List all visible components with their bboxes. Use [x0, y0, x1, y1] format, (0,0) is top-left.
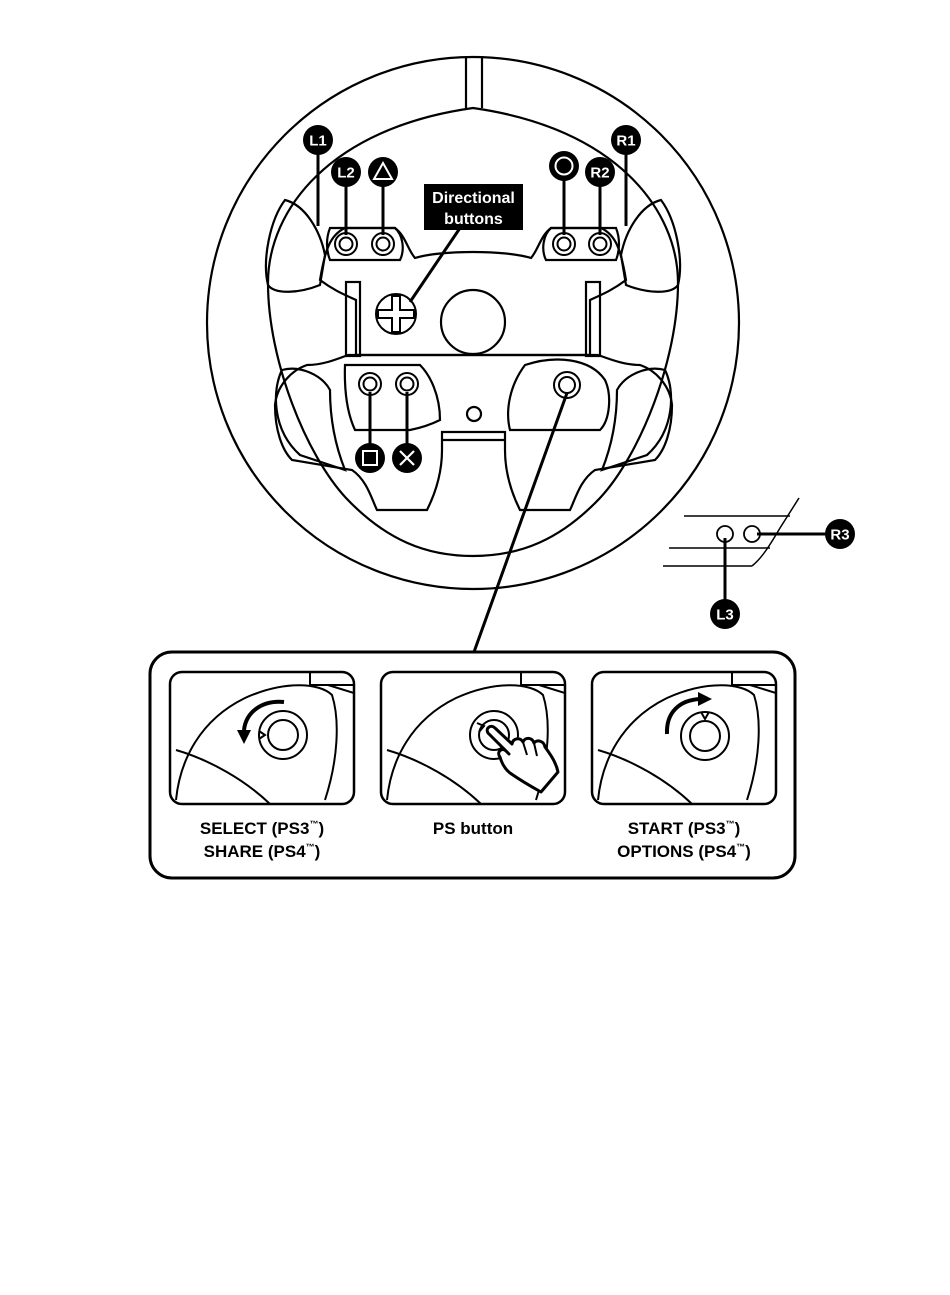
select-caption-line1: SELECT (PS3™) [200, 819, 324, 838]
start-options-panel [592, 672, 776, 804]
select-share-panel [170, 672, 354, 804]
wheel-rim-outer [207, 57, 739, 589]
select-caption-line2: SHARE (PS4™) [204, 842, 321, 861]
l1-label: L1 [309, 133, 327, 150]
start-caption-line2: OPTIONS (PS4™) [617, 842, 751, 861]
r3-label: R3 [830, 527, 849, 544]
r1-label: R1 [616, 133, 635, 150]
cross-button-inner [401, 378, 414, 391]
ps-caption: PS button [433, 819, 513, 838]
l3-label: L3 [716, 607, 734, 624]
directional-callout: Directional buttons [424, 184, 523, 230]
l2-button-inner [340, 238, 353, 251]
left-paddle [266, 200, 325, 292]
triangle-button-inner [377, 238, 390, 251]
left-spoke [346, 282, 360, 356]
circle-badge [549, 151, 579, 181]
start-caption-line1: START (PS3™) [628, 819, 741, 838]
l2-label: L2 [337, 165, 355, 182]
r2-label: R2 [590, 165, 609, 182]
circle-button-inner [558, 238, 571, 251]
ps-area-button-inner [559, 377, 575, 393]
rear-buttons-inset: R3 L3 [663, 498, 855, 629]
hub-upper [320, 228, 626, 355]
right-paddle [621, 200, 680, 292]
hub-screw [467, 407, 481, 421]
center-hub [441, 290, 505, 354]
wheel [207, 57, 739, 589]
right-spoke [586, 282, 600, 356]
directional-callout-line1: Directional [432, 190, 515, 207]
left-button-pod [345, 365, 440, 430]
r2-button-inner [594, 238, 607, 251]
square-button-inner [364, 378, 377, 391]
directional-callout-line2: buttons [444, 211, 503, 228]
wheel-rim-inner [268, 108, 678, 556]
ps-button-panel [381, 672, 565, 804]
square-badge [355, 443, 385, 473]
